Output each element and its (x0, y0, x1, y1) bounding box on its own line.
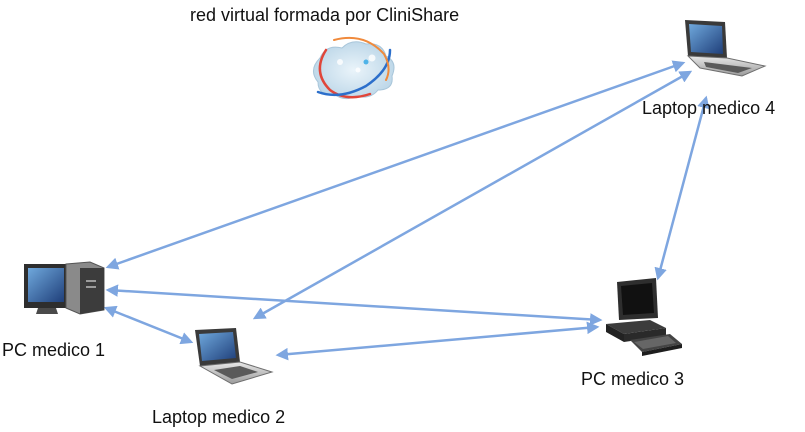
pc-medico-3-icon (606, 278, 682, 356)
connection-laptop4-pc3 (654, 95, 710, 281)
laptop-medico-2-icon (195, 328, 274, 385)
label-laptop-medico-2: Laptop medico 2 (152, 407, 286, 427)
connections (103, 60, 710, 361)
pc-medico-1-icon (24, 261, 105, 315)
diagram-title: red virtual formada por CliniShare (190, 5, 460, 25)
connection-laptop2-pc3 (275, 321, 600, 361)
cloud-network-logo (313, 36, 395, 100)
label-pc-medico-1: PC medico 1 (2, 340, 106, 360)
label-laptop-medico-4: Laptop medico 4 (642, 98, 776, 118)
connection-pc1-laptop4 (105, 60, 686, 270)
connection-laptop2-laptop4 (252, 70, 693, 320)
connection-pc1-laptop2 (103, 305, 194, 345)
laptop-medico-4-icon (685, 20, 767, 77)
connection-pc1-pc3 (105, 284, 603, 326)
label-pc-medico-3: PC medico 3 (581, 369, 685, 389)
